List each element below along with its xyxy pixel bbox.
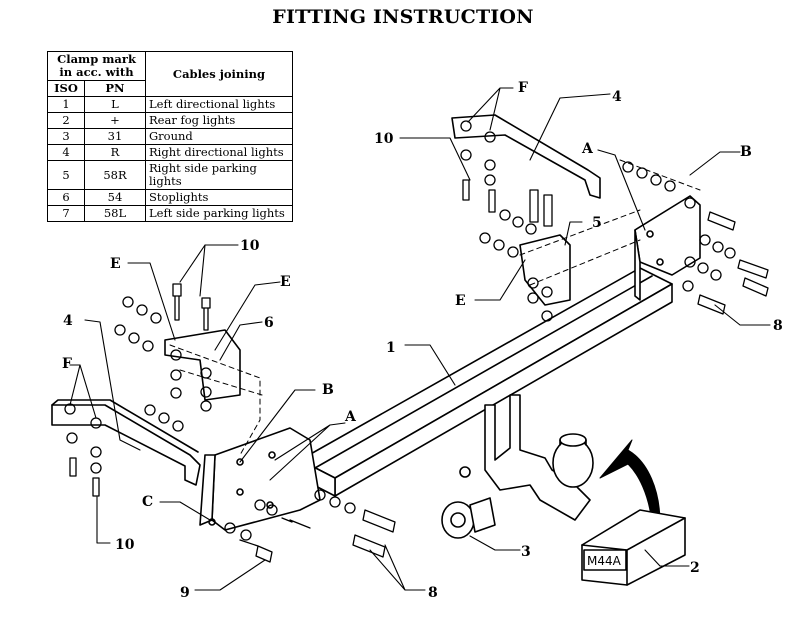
callout-9: 9 <box>180 585 190 601</box>
tow-ball-neck <box>484 394 594 521</box>
callout-8-bottom: 8 <box>428 585 438 601</box>
callout-e-right: E <box>455 293 466 309</box>
callout-f-right: F <box>518 80 528 96</box>
desc-cell: Right side parking lights <box>145 160 293 190</box>
legend-row: 2+Rear fog lights <box>47 112 293 129</box>
callout-1: 1 <box>386 340 396 356</box>
left-side-bracket <box>199 427 321 531</box>
header-clamp-mark: Clamp mark in acc. with <box>47 51 146 81</box>
left-fixing-bar <box>51 399 201 486</box>
clamp-plate-6 <box>164 329 241 401</box>
model-plate <box>581 509 686 586</box>
desc-cell: Rear fog lights <box>145 112 293 129</box>
desc-cell: Left side parking lights <box>145 205 293 222</box>
pn-cell: 58L <box>84 205 146 222</box>
callout-8-right: 8 <box>773 318 783 334</box>
callout-10-left-top: 10 <box>240 238 260 254</box>
callout-10-right: 10 <box>374 131 394 147</box>
callout-6: 6 <box>264 315 274 331</box>
callout-5: 5 <box>592 215 602 231</box>
electrical-socket <box>441 466 496 539</box>
callout-c: C <box>142 494 153 510</box>
callout-e-middle: E <box>280 274 291 290</box>
callout-a-left: A <box>344 409 357 425</box>
leader-lines <box>69 87 771 591</box>
callout-b-left: B <box>322 382 334 398</box>
cable-legend-table: Clamp mark in acc. with Cables joining I… <box>47 51 293 222</box>
callout-10-left-bottom: 10 <box>115 537 135 553</box>
desc-cell: Left directional lights <box>145 96 293 113</box>
callout-b-right: B <box>740 144 752 160</box>
bolt-sets <box>64 120 769 563</box>
callout-4-left: 4 <box>63 313 73 329</box>
page-title: FITTING INSTRUCTION <box>272 6 534 28</box>
crossbar-tube <box>299 267 673 497</box>
callout-f-left: F <box>62 356 72 372</box>
iso-cell: 7 <box>47 205 85 222</box>
right-fixing-bar <box>451 114 601 199</box>
callout-e-left: E <box>110 256 121 272</box>
header-cables-joining: Cables joining <box>145 51 293 97</box>
callout-a-right: A <box>581 141 594 157</box>
assembly-guide-lines <box>169 159 701 456</box>
callout-4-right: 4 <box>612 89 622 105</box>
right-side-bracket <box>634 195 701 301</box>
callout-2: 2 <box>690 560 700 576</box>
callout-3: 3 <box>521 544 531 560</box>
model-plate-label: M44A <box>587 554 622 568</box>
header-pn: PN <box>84 80 146 97</box>
